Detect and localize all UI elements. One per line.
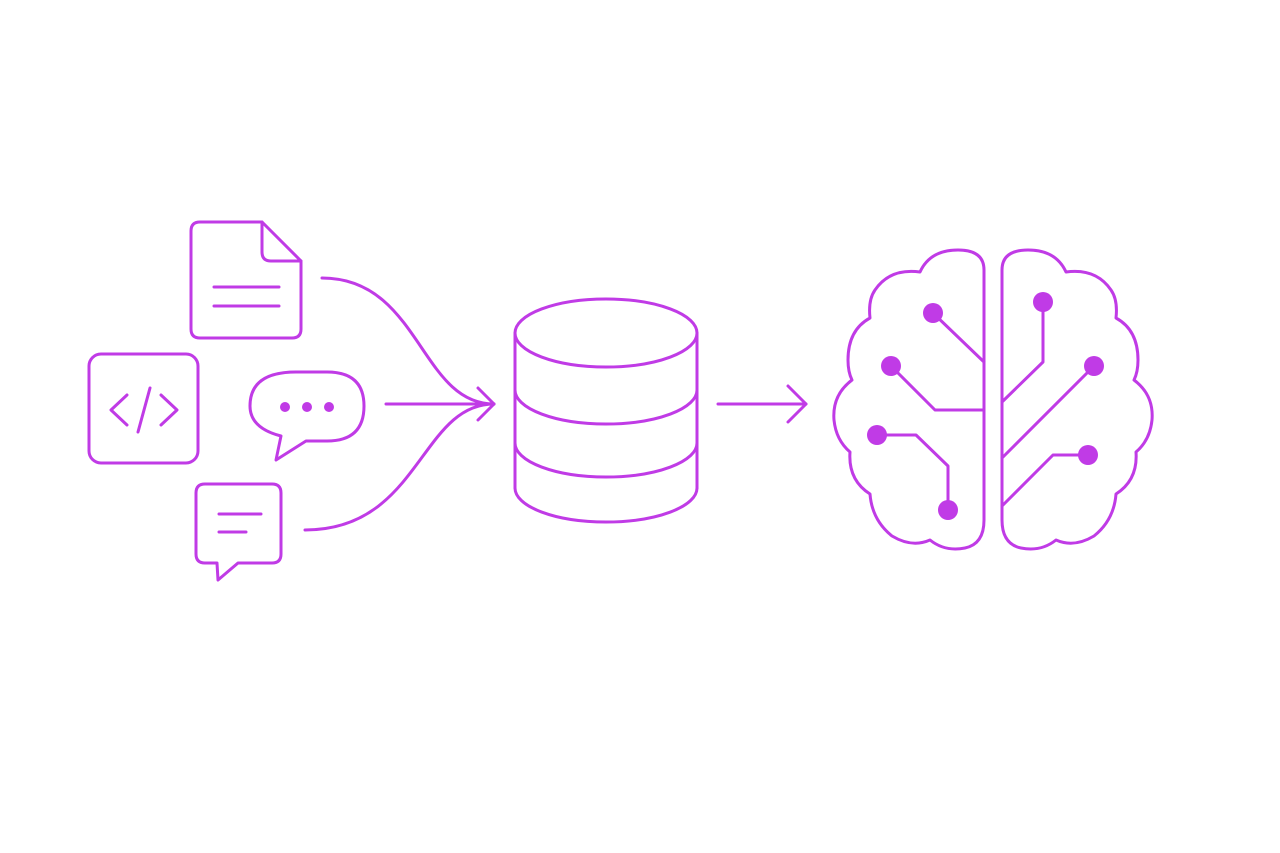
arrow-head-icon xyxy=(476,386,496,422)
input-flow-lines xyxy=(303,276,496,532)
document-icon xyxy=(189,220,303,340)
message-icon xyxy=(194,482,283,582)
database-icon xyxy=(513,297,699,524)
output-arrow-icon xyxy=(716,384,808,424)
brain-nodes xyxy=(867,292,1104,520)
code-icon xyxy=(87,352,200,465)
chat-dots xyxy=(280,402,334,412)
brain-circuit-icon xyxy=(832,248,1154,551)
chat-dots-icon xyxy=(248,370,366,462)
